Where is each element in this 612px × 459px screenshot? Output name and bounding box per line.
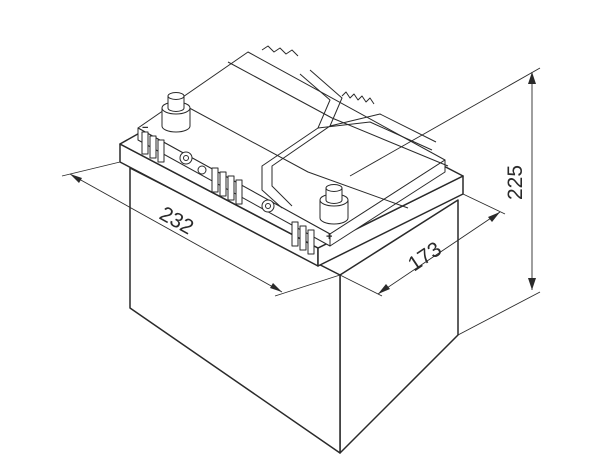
dimension-height-ext-top — [349, 67, 541, 177]
battery-body — [129, 167, 459, 454]
dimension-length-ext-right — [274, 274, 341, 297]
vent-rib — [211, 167, 219, 193]
vent-ribs-right — [291, 221, 315, 255]
lid-grip-teeth — [341, 91, 375, 105]
terminal-negative — [161, 92, 191, 133]
vent-rib — [291, 221, 299, 247]
terminal-positive — [319, 184, 349, 225]
dimension-length-ext-left — [61, 161, 121, 177]
vent-cap-inner — [265, 203, 271, 209]
vent-rib — [141, 131, 149, 155]
dimension-width-arrow-back — [488, 212, 500, 222]
terminal-positive-post — [325, 187, 343, 204]
vent-rib — [307, 229, 315, 255]
dimension-width-arrow-front — [378, 284, 390, 294]
terminal-positive-base — [319, 199, 349, 225]
vent-caps — [179, 151, 275, 213]
terminal-negative-label: − — [142, 122, 148, 134]
vent-cap-inner — [183, 155, 189, 161]
dimension-height-arrow-bottom — [528, 278, 536, 290]
dimension-length-arrow-right — [270, 283, 282, 292]
dimension-width-line — [377, 211, 501, 295]
lid-grip-teeth-2 — [261, 45, 299, 57]
dimension-height-label: 225 — [504, 165, 527, 200]
dimension-length-line — [69, 173, 283, 293]
dimension-height-arrow-top — [528, 72, 536, 84]
terminal-negative-base — [161, 107, 191, 133]
lid-ridge-lower — [181, 103, 409, 209]
terminal-negative-post-top — [167, 92, 185, 100]
lid-center-channel — [261, 69, 437, 209]
terminal-negative-post — [167, 95, 185, 112]
lid-ridge-upper — [227, 61, 449, 167]
terminal-positive-post-top — [325, 184, 343, 192]
dimension-height-ext-bottom — [457, 291, 541, 336]
dimension-width-ext-front — [339, 274, 383, 297]
terminal-positive-label: + — [326, 231, 332, 243]
vent-rib — [149, 135, 157, 159]
lid-side-wall — [329, 159, 446, 247]
vent-rib — [219, 171, 227, 197]
vent-ribs-middle — [211, 167, 243, 205]
vent-rib — [235, 179, 243, 205]
vent-ribs-left — [141, 131, 165, 163]
vent-rib — [157, 139, 165, 163]
vent-rib — [299, 225, 307, 251]
dimension-length-arrow-left — [70, 174, 82, 183]
vent-cap-small — [197, 165, 207, 175]
dimension-height: 225 — [349, 67, 541, 336]
dimension-width-ext-back — [462, 193, 506, 215]
vent-rib — [227, 175, 235, 201]
